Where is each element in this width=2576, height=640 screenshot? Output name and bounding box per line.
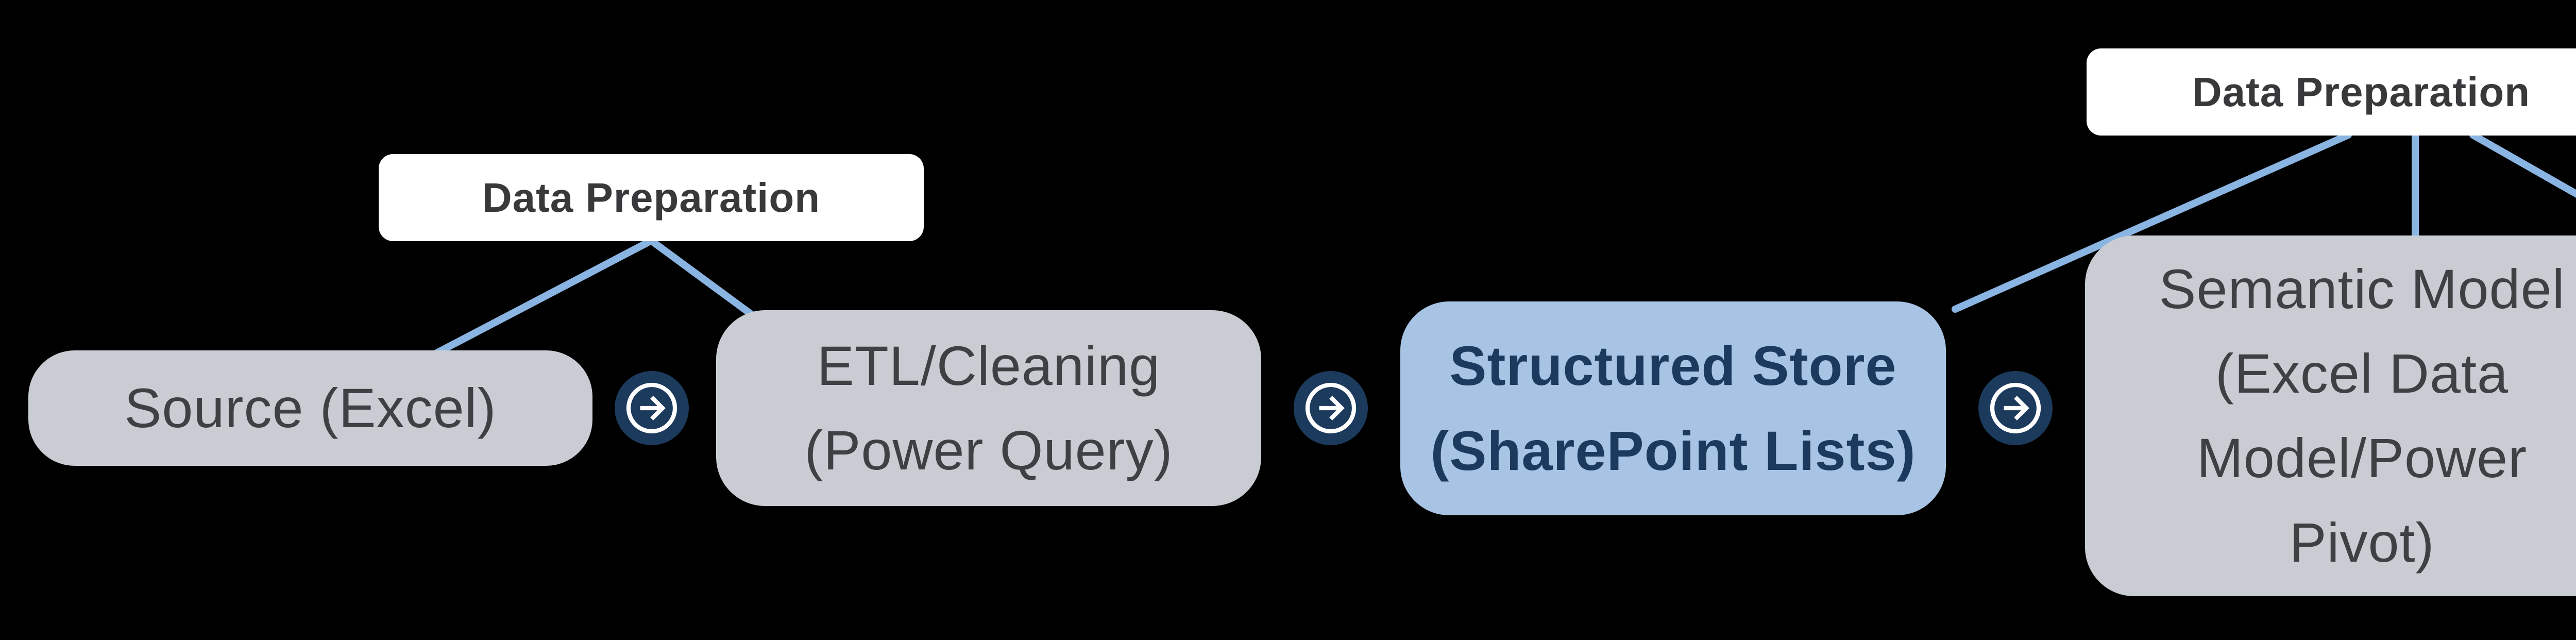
node-semantic-model-excel-data-model-power-pivot: Semantic Model (Excel Data Model/Power P… xyxy=(2085,235,2576,596)
arrow-right-circle-icon xyxy=(1294,371,1368,445)
stage-label-data-preparation-1: Data Preparation xyxy=(379,154,924,241)
stage-label-data-preparation-2: Data Preparation xyxy=(2087,48,2576,136)
arrow-right-circle-icon xyxy=(1978,371,2053,445)
node-structured-store-sharepoint-lists: Structured Store (SharePoint Lists) xyxy=(1400,301,1946,515)
node-source-excel: Source (Excel) xyxy=(28,350,592,466)
arrow-right-circle-icon xyxy=(615,371,689,445)
node-etl-cleaning-power-query: ETL/Cleaning (Power Query) xyxy=(716,310,1261,506)
